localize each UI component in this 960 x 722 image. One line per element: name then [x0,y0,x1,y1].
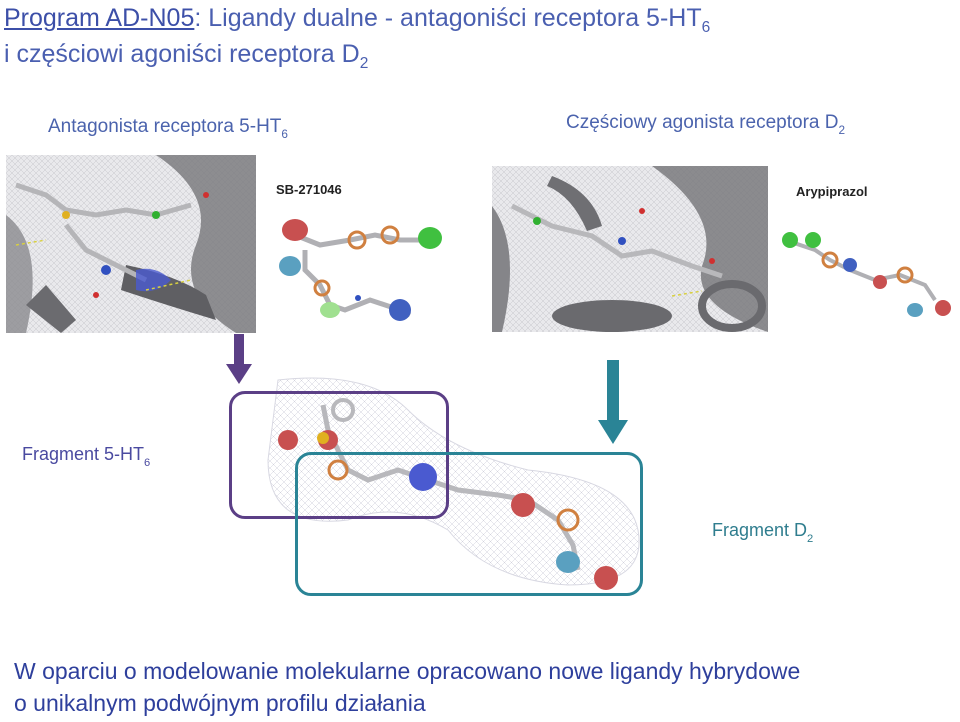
title-line1: : Ligandy dualne - antagoniści receptora… [194,4,702,32]
docking-image-5ht6 [6,155,256,333]
fragment-box-5ht6 [229,391,449,519]
conclusion-line-1: W oparciu o modelowanie molekularne opra… [14,658,801,684]
fragment-label-5ht6: Fragment 5-HT6 [22,444,150,469]
fragment-d2-text: Fragment D [712,520,808,540]
docking-image-d2 [492,166,768,332]
protein-pocket-illustration-d2 [492,166,768,332]
fragment-5ht6-subscript: 6 [144,457,151,469]
arrow-down-teal [598,360,628,444]
label-5ht6-text: Antagonista receptora 5-HT [48,116,282,137]
fragment-d2-subscript: 2 [807,533,814,545]
molecule-label-sb271046: SB-271046 [276,182,342,197]
fragment-box-d2 [295,452,643,596]
label-d2-subscript: 2 [838,124,846,137]
molecule-label-arypiprazol: Arypiprazol [796,184,868,199]
title-line2-subscript: 2 [359,55,369,72]
slide-title: Program AD-N05: Ligandy dualne - antagon… [4,2,710,74]
program-link[interactable]: Program AD-N05 [4,4,195,32]
hybrid-ligand-illustration [267,377,640,590]
title-line2: i częściowi agoniści receptora D [4,40,360,68]
conclusion-line-2: o unikalnym podwójnym profilu działania [14,690,426,716]
arypiprazol-structure [782,232,951,317]
fragment-5ht6-text: Fragment 5-HT [22,444,145,464]
arrow-down-purple [226,334,252,384]
label-d2-text: Częściowy agonista receptora D [566,112,839,133]
label-5ht6-antagonist: Antagonista receptora 5-HT6 [48,116,288,141]
label-d2-partial-agonist: Częściowy agonista receptora D2 [566,112,846,137]
sb271046-structure [279,219,442,321]
protein-pocket-illustration [6,155,256,333]
label-5ht6-subscript: 6 [281,128,288,141]
title-line1-subscript: 6 [701,19,711,36]
fragment-label-d2: Fragment D2 [712,520,813,545]
